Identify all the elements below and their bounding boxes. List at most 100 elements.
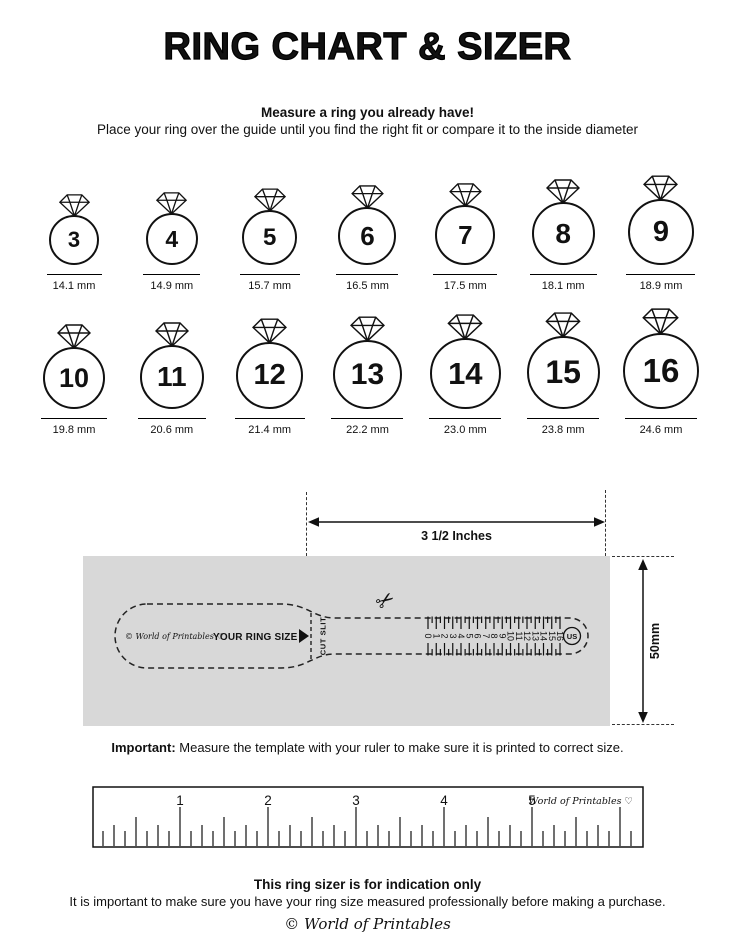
scissors-icon: ✂ bbox=[371, 585, 400, 616]
diamond-icon bbox=[252, 318, 288, 344]
sizer-scale-number: 6 bbox=[473, 633, 483, 638]
sizer-scale-number: 9 bbox=[497, 633, 507, 638]
diamond-icon bbox=[58, 194, 90, 217]
sizer-scale-number: 8 bbox=[489, 633, 499, 638]
your-ring-size-label: YOUR RING SIZE bbox=[213, 632, 298, 643]
ring-size-item: 3 14.1 mm bbox=[26, 193, 122, 292]
ring-size-number: 5 bbox=[242, 210, 298, 265]
sizer-template: © World of Printables ♡ YOUR RING SIZE C… bbox=[83, 556, 610, 726]
ring-divider bbox=[429, 418, 502, 419]
page-title: RING CHART & SIZER bbox=[163, 25, 572, 68]
ruler-number: 4 bbox=[440, 793, 448, 808]
sizer-scale-number: 4 bbox=[456, 633, 466, 638]
ring-diameter-label: 18.9 mm bbox=[639, 280, 683, 292]
height-measure-text: 50mm bbox=[648, 622, 663, 660]
arrow-right-icon bbox=[299, 629, 309, 643]
ring-sizer-strap: © World of Printables ♡ YOUR RING SIZE C… bbox=[114, 585, 589, 669]
ring-size-item: 5 15.7 mm bbox=[222, 187, 318, 292]
width-arrow bbox=[308, 517, 605, 527]
diamond-icon bbox=[156, 192, 188, 215]
ring-divider bbox=[624, 418, 697, 419]
ring-divider bbox=[529, 274, 597, 275]
ring-size-number: 16 bbox=[622, 333, 699, 409]
ring-size-number: 12 bbox=[236, 342, 304, 409]
cut-slit-label: CUT SLIT bbox=[319, 617, 328, 656]
important-text: Measure the template with your ruler to … bbox=[175, 740, 624, 755]
ring-size-item: 10 19.8 mm bbox=[26, 323, 122, 436]
width-measure-label: 3 1/2 Inches bbox=[421, 529, 492, 543]
ring-size-item: 15 23.8 mm bbox=[515, 311, 611, 436]
ring-diameter-label: 15.7 mm bbox=[248, 280, 292, 292]
ring-divider bbox=[137, 418, 206, 419]
ring-divider bbox=[239, 274, 300, 275]
diamond-icon bbox=[545, 312, 581, 338]
diamond-icon bbox=[56, 324, 92, 349]
ring-size-number: 13 bbox=[332, 340, 402, 409]
diamond-icon bbox=[253, 188, 286, 212]
footer-brand: © World of Printables bbox=[284, 915, 451, 933]
diamond-icon bbox=[643, 175, 679, 201]
ruler-number: 3 bbox=[352, 793, 360, 808]
height-measure-label: 50mm bbox=[645, 576, 665, 706]
sizer-scale-number: 14 bbox=[539, 631, 549, 641]
ring-size-item: 13 22.2 mm bbox=[319, 315, 415, 436]
sizer-scale-number: 2 bbox=[440, 633, 450, 638]
footer-note: It is important to make sure you have yo… bbox=[69, 894, 666, 909]
ring-size-item: 8 18.1 mm bbox=[515, 178, 611, 292]
ring-size-number: 15 bbox=[526, 336, 600, 409]
sizer-scale-number: 13 bbox=[530, 631, 540, 641]
ring-diameter-label: 18.1 mm bbox=[541, 280, 585, 292]
ring-size-item: 11 20.6 mm bbox=[124, 321, 220, 436]
width-measure-left-line bbox=[306, 492, 307, 556]
diamond-icon bbox=[350, 316, 385, 342]
ring-size-number: 3 bbox=[49, 215, 99, 265]
ring-diameter-label: 17.5 mm bbox=[443, 280, 487, 292]
ring-divider bbox=[336, 274, 399, 275]
ring-diameter-label: 22.2 mm bbox=[346, 424, 389, 436]
sizer-scale-number: 5 bbox=[464, 633, 474, 638]
diamond-icon bbox=[448, 183, 482, 207]
footer-heading: This ring sizer is for indication only bbox=[253, 877, 482, 892]
diamond-icon bbox=[642, 308, 680, 335]
ring-diameter-label: 14.9 mm bbox=[150, 280, 194, 292]
important-note: Important: Measure the template with you… bbox=[0, 740, 735, 755]
ruler-number: 5 bbox=[528, 793, 536, 808]
ring-divider bbox=[143, 274, 201, 275]
ring-divider bbox=[46, 274, 102, 275]
ring-size-number: 11 bbox=[139, 345, 204, 409]
ring-size-number: 10 bbox=[43, 347, 105, 409]
us-circle bbox=[562, 626, 582, 646]
ring-size-number: 8 bbox=[531, 202, 595, 265]
ring-diameter-label: 19.8 mm bbox=[52, 424, 96, 436]
ruler-number: 1 bbox=[176, 793, 184, 808]
us-label: US bbox=[567, 632, 577, 641]
sizer-scale-number: 10 bbox=[506, 631, 516, 641]
diamond-icon bbox=[546, 179, 581, 204]
ring-diameter-label: 20.6 mm bbox=[150, 424, 194, 436]
ring-diameter-label: 23.8 mm bbox=[541, 424, 585, 436]
ring-divider bbox=[234, 418, 305, 419]
ring-diameter-label: 14.1 mm bbox=[52, 280, 96, 292]
ring-diameter-label: 21.4 mm bbox=[248, 424, 292, 436]
intro-heading: Measure a ring you already have! bbox=[260, 105, 475, 120]
ring-divider bbox=[433, 274, 498, 275]
height-arrow bbox=[638, 559, 648, 723]
intro-subheading: Place your ring over the guide until you… bbox=[96, 122, 639, 137]
sizer-scale-number: 12 bbox=[522, 631, 532, 641]
ring-divider bbox=[626, 274, 696, 275]
ring-divider bbox=[41, 418, 107, 419]
sizer-scale-number: 16 bbox=[555, 631, 565, 641]
height-measure-top-line bbox=[612, 556, 674, 557]
width-measure-right-line bbox=[605, 490, 606, 556]
diamond-icon bbox=[351, 185, 384, 209]
ring-divider bbox=[527, 418, 600, 419]
